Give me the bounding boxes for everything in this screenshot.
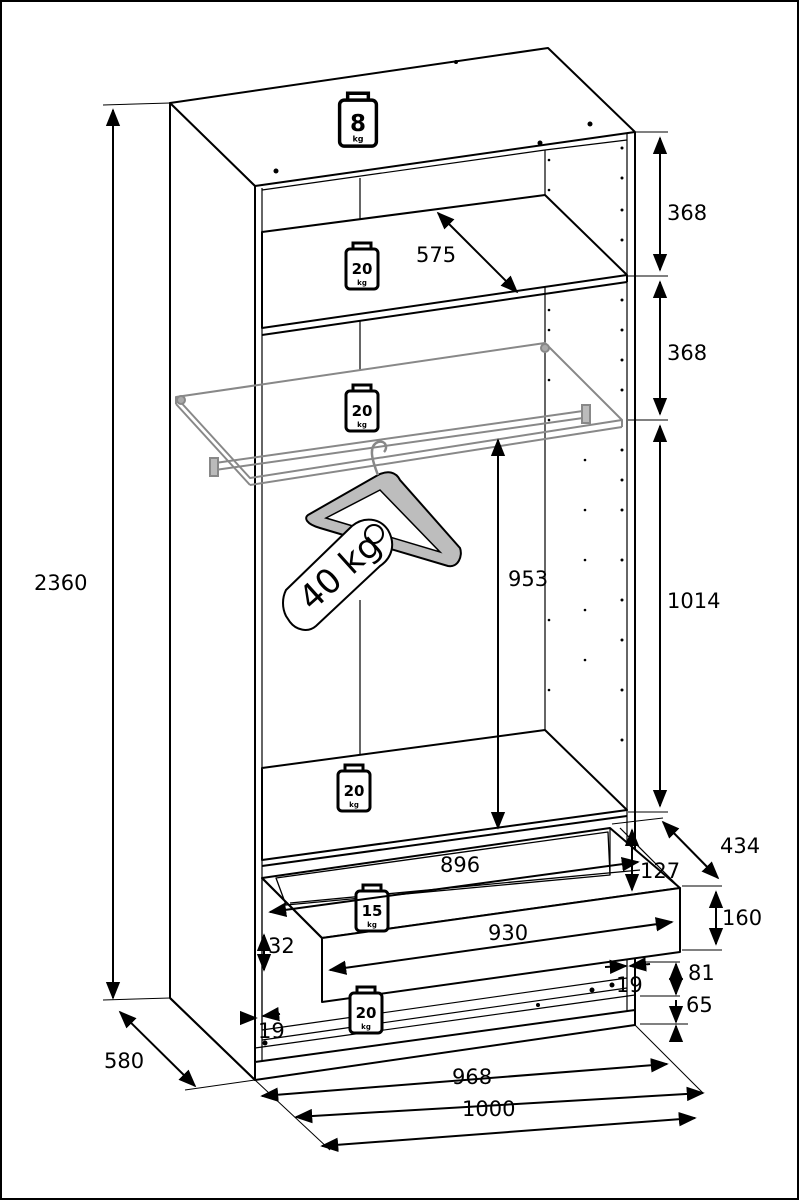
weight-unit: kg [357, 421, 367, 429]
dim-drawer-offset-left: 32 [268, 934, 295, 958]
weight-top-icon: 8kg [337, 91, 379, 148]
weight-value: 15 [362, 902, 383, 920]
hanger-icon: 40 kg [282, 440, 462, 631]
dimension-labels: 2360 580 368 368 1014 953 575 434 896 12… [34, 201, 762, 1121]
dim-depth: 580 [104, 1049, 144, 1073]
dimension-lines [102, 102, 724, 1152]
weight-value: 20 [344, 782, 365, 800]
shelf-glass [175, 342, 623, 486]
dim-drawer-front-height: 160 [722, 906, 762, 930]
dim-total-width: 1000 [462, 1097, 515, 1121]
weight-unit: kg [361, 1023, 371, 1031]
dim-drawer-gap-bottom: 81 [688, 961, 715, 985]
dim-side-thickness-right: 19 [616, 973, 643, 997]
weight-value: 20 [352, 260, 373, 278]
dim-total-height: 2360 [34, 571, 87, 595]
dim-drawer-inner-width: 896 [440, 853, 480, 877]
weight-value: 20 [352, 402, 373, 420]
weight-unit: kg [357, 279, 367, 287]
shelf-pin-holes [547, 146, 624, 742]
dim-side-thickness-left: 19 [258, 1019, 285, 1043]
dim-drawer-depth: 434 [720, 834, 760, 858]
drawer-screws [262, 982, 615, 1046]
top-pins [273, 60, 593, 174]
weight-value: 8 [350, 111, 366, 137]
weight-unit: kg [352, 135, 363, 144]
dim-rail-clearance: 953 [508, 567, 548, 591]
dim-shelf-depth: 575 [416, 243, 456, 267]
weight-value: 20 [356, 1004, 377, 1022]
hanging-rail [209, 404, 591, 477]
dim-inner-width: 968 [452, 1065, 492, 1089]
hanger-load-tag: 40 kg [282, 518, 394, 631]
dim-drawer-front-width: 930 [488, 921, 528, 945]
dim-plinth-height: 65 [686, 993, 713, 1017]
weight-unit: kg [367, 921, 377, 929]
weight-unit: kg [349, 801, 359, 809]
dim-drawer-inner-height: 127 [640, 859, 680, 883]
dim-middle-gap: 368 [667, 341, 707, 365]
dim-upper-gap: 368 [667, 201, 707, 225]
dim-hanging-height: 1014 [667, 589, 720, 613]
